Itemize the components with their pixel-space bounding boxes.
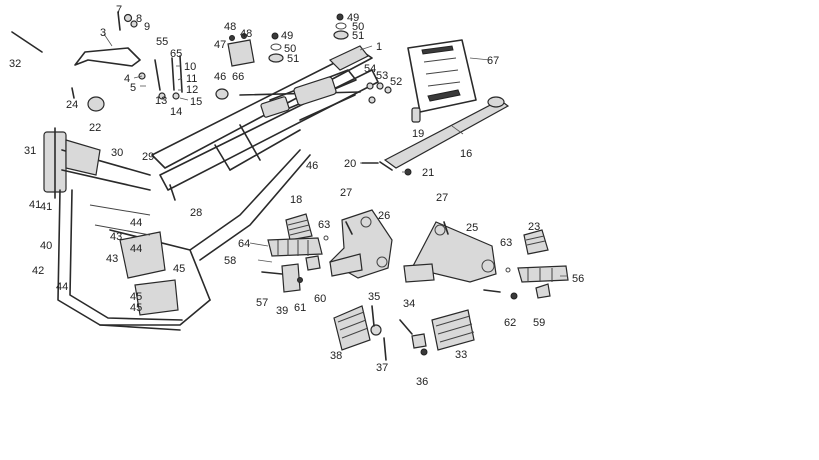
part-label-39: 39 (276, 305, 288, 317)
part-label-41a: 41 (29, 199, 41, 211)
part-label-53: 53 (376, 70, 388, 82)
grommet-22-drawing (87, 96, 105, 112)
part-label-49a: 49 (347, 12, 359, 24)
part-label-58: 58 (224, 255, 236, 267)
part-label-29: 29 (142, 151, 154, 163)
part-label-47: 47 (214, 39, 226, 51)
washers-49-51-drawing (268, 13, 349, 63)
part-label-34: 34 (403, 298, 415, 310)
part-label-43a: 43 (110, 231, 122, 243)
part-label-7: 7 (116, 4, 122, 16)
part-label-61: 61 (294, 302, 306, 314)
part-label-51a: 51 (352, 30, 364, 42)
part-label-54: 54 (364, 63, 376, 75)
part-label-43b: 43 (106, 253, 118, 265)
part-label-59: 59 (533, 317, 545, 329)
part-label-45c: 45 (130, 302, 142, 314)
part-label-44a: 44 (130, 217, 142, 229)
part-label-15: 15 (190, 96, 202, 108)
bracket-3-drawing (74, 47, 141, 67)
part-label-16: 16 (460, 148, 472, 160)
part-label-46a: 46 (214, 71, 226, 83)
part-label-65: 65 (170, 48, 182, 60)
part-label-38: 38 (330, 350, 342, 362)
part-label-50b: 50 (284, 43, 296, 55)
part-label-12: 12 (186, 84, 198, 96)
part-label-49b: 49 (281, 30, 293, 42)
part-label-21: 21 (422, 167, 434, 179)
part-label-48b: 48 (240, 28, 252, 40)
part-label-13: 13 (155, 95, 167, 107)
mount-items-46-48-drawing (215, 33, 255, 100)
part-label-51b: 51 (287, 53, 299, 65)
part-label-35: 35 (368, 291, 380, 303)
part-label-27a: 27 (340, 187, 352, 199)
fasteners-52-54-drawing (366, 82, 392, 104)
part-label-28: 28 (190, 207, 202, 219)
part-label-52: 52 (390, 76, 402, 88)
footrest-assembly-drawing (261, 209, 569, 361)
part-label-32: 32 (9, 58, 21, 70)
part-label-46b: 46 (306, 160, 318, 172)
part-label-27b: 27 (436, 192, 448, 204)
part-label-30: 30 (111, 147, 123, 159)
part-label-11: 11 (186, 73, 197, 85)
part-label-55: 55 (156, 36, 168, 48)
part-label-22: 22 (89, 122, 101, 134)
part-label-45a: 45 (173, 263, 185, 275)
part-number-labels: 1 3 4 5 7 8 9 10 11 12 13 14 15 16 18 19… (9, 4, 584, 388)
part-label-24: 24 (66, 99, 78, 111)
decal-sheet-67-drawing (407, 39, 477, 113)
part-label-26: 26 (378, 210, 390, 222)
rod-32-drawing (11, 31, 43, 53)
part-label-45b: 45 (130, 291, 142, 303)
main-frame-drawing (43, 45, 379, 331)
part-label-33: 33 (455, 349, 467, 361)
part-label-23: 23 (528, 221, 540, 233)
part-label-1: 1 (376, 41, 382, 53)
part-label-44c: 44 (56, 281, 68, 293)
part-label-40: 40 (40, 240, 52, 252)
part-label-37: 37 (376, 362, 388, 374)
part-label-4: 4 (124, 73, 130, 85)
part-label-8: 8 (136, 13, 142, 25)
leader-lines (103, 33, 568, 277)
part-label-36: 36 (416, 376, 428, 388)
part-label-25: 25 (466, 222, 478, 234)
part-label-63b: 63 (500, 237, 512, 249)
studs-7-15-drawing (117, 11, 183, 100)
part-label-57: 57 (256, 297, 268, 309)
part-label-66: 66 (232, 71, 244, 83)
side-stand-16-drawing (379, 96, 510, 171)
part-label-62: 62 (504, 317, 516, 329)
bolt-24-drawing (71, 87, 75, 99)
part-label-48a: 48 (224, 21, 236, 33)
part-label-44b: 44 (130, 243, 142, 255)
part-label-10: 10 (184, 61, 196, 73)
part-label-19: 19 (412, 128, 424, 140)
part-label-41b: 41 (40, 201, 52, 213)
part-label-50a: 50 (352, 21, 364, 33)
part-label-63a: 63 (318, 219, 330, 231)
part-label-60: 60 (314, 293, 326, 305)
part-label-5: 5 (130, 82, 136, 94)
part-label-9: 9 (144, 21, 150, 33)
part-label-18: 18 (290, 194, 302, 206)
part-label-56: 56 (572, 273, 584, 285)
part-label-67: 67 (487, 55, 499, 67)
part-label-14: 14 (170, 106, 182, 118)
part-label-20: 20 (344, 158, 356, 170)
part-label-3: 3 (100, 27, 106, 39)
part-label-42: 42 (32, 265, 44, 277)
part-label-64: 64 (238, 238, 250, 250)
part-label-31: 31 (24, 145, 36, 157)
